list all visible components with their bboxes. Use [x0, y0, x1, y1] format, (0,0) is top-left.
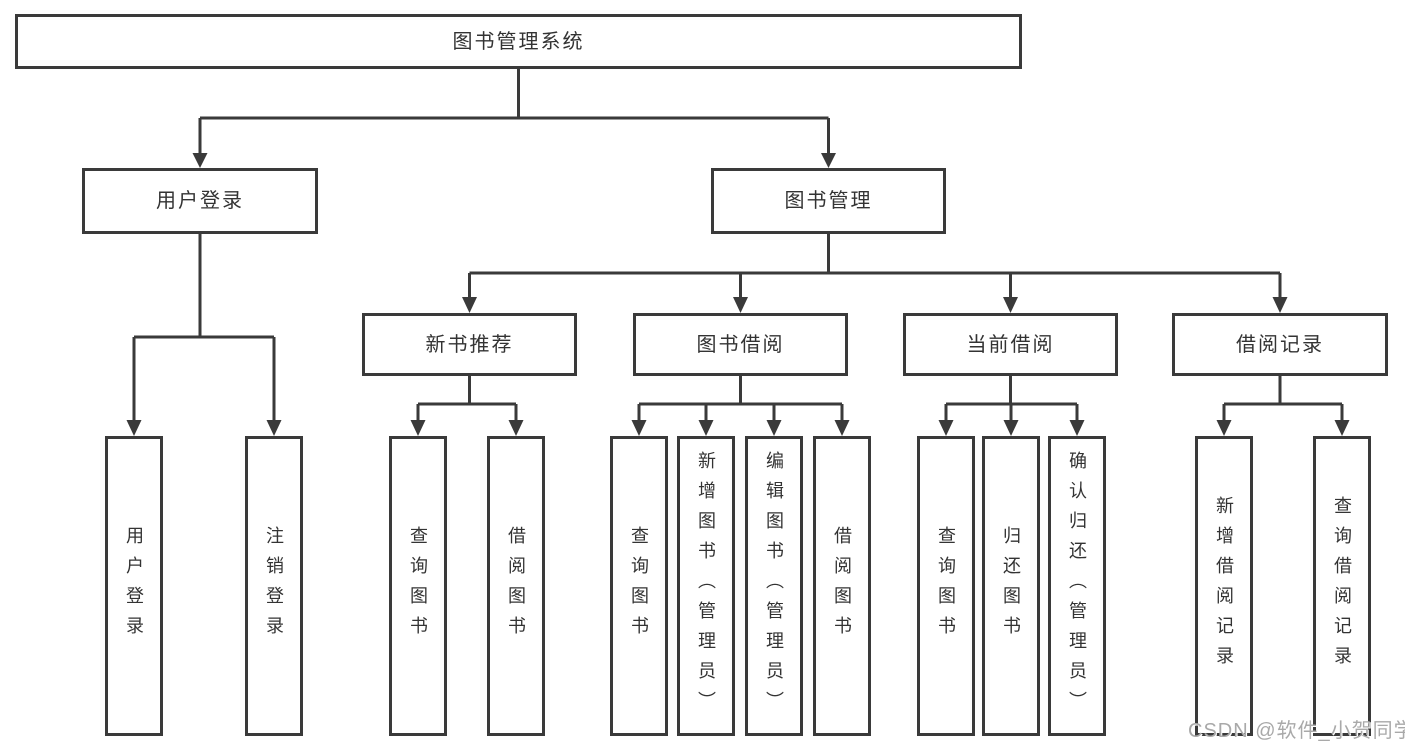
leaf-edit-book-admin: 编辑图书（管理员）: [745, 436, 803, 736]
csdn-watermark: CSDN @软件_小贺同学: [1188, 720, 1405, 742]
leaf-borrow-book-recommend: 借阅图书: [487, 436, 545, 736]
connector-borrow-records-children: [1216, 376, 1350, 436]
connector-book-management-children: [462, 234, 1288, 313]
node-new-book-recommend: 新书推荐: [362, 313, 577, 376]
leaf-add-borrow-record: 新增借阅记录: [1195, 436, 1253, 736]
node-root-system: 图书管理系统: [15, 14, 1022, 69]
leaf-add-book-admin: 新增图书（管理员）: [677, 436, 735, 736]
node-borrow-records: 借阅记录: [1172, 313, 1388, 376]
connector-root-to-level2: [192, 69, 836, 168]
leaf-borrow-book: 借阅图书: [813, 436, 871, 736]
node-book-management: 图书管理: [711, 168, 946, 234]
leaf-return-book: 归还图书: [982, 436, 1040, 736]
leaf-query-book-recommend: 查询图书: [389, 436, 447, 736]
connector-user-login-children: [126, 234, 282, 436]
node-user-login: 用户登录: [82, 168, 318, 234]
connector-current-borrow-children: [938, 376, 1085, 436]
node-current-borrow: 当前借阅: [903, 313, 1118, 376]
node-book-borrow: 图书借阅: [633, 313, 848, 376]
leaf-query-book-current: 查询图书: [917, 436, 975, 736]
leaf-confirm-return-admin: 确认归还（管理员）: [1048, 436, 1106, 736]
leaf-query-borrow-record: 查询借阅记录: [1313, 436, 1371, 736]
connector-book-borrow-children: [631, 376, 850, 436]
leaf-logout-login: 注销登录: [245, 436, 303, 736]
leaf-query-book-borrow: 查询图书: [610, 436, 668, 736]
leaf-user-login: 用户登录: [105, 436, 163, 736]
connector-new-book-recommend-children: [410, 376, 524, 436]
